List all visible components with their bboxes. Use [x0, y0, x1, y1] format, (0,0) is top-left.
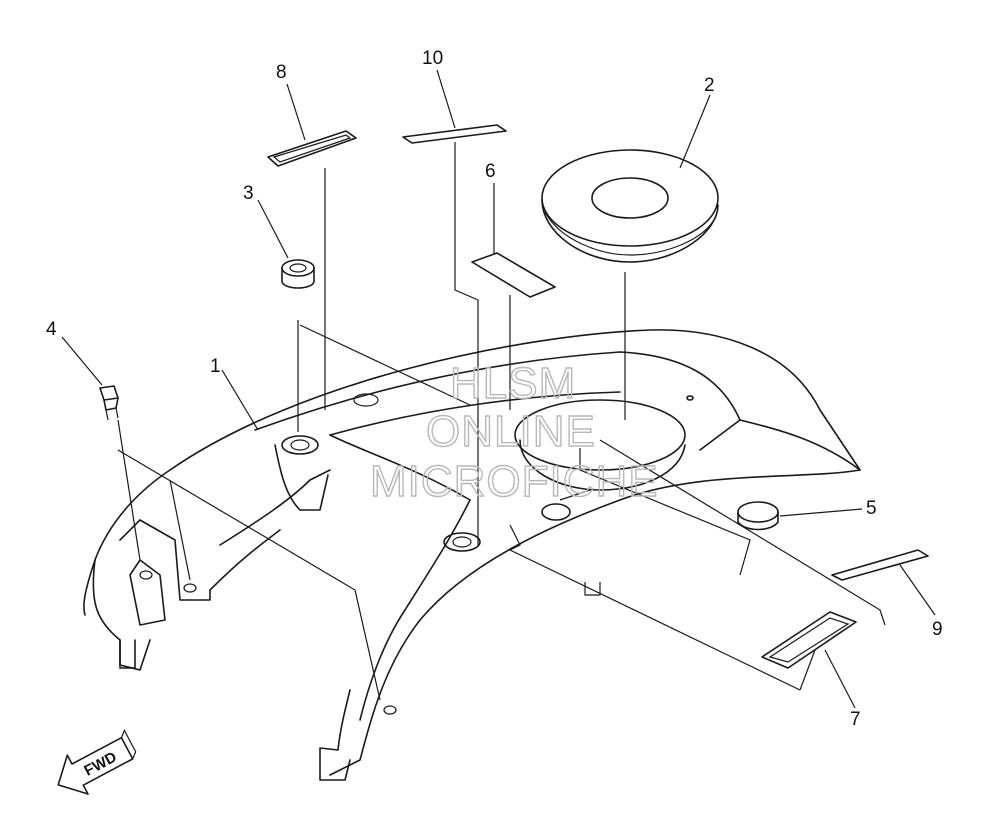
callout-3: 3 — [243, 183, 254, 204]
callout-1: 1 — [210, 356, 221, 377]
callout-2: 2 — [704, 75, 715, 96]
bolt — [99, 385, 119, 421]
callout-4: 4 — [46, 319, 57, 340]
callout-9: 9 — [932, 619, 943, 640]
decal-9 — [831, 549, 929, 581]
callout-5: 5 — [866, 498, 877, 519]
watermark: HLSM ONLINE MICROFICHE — [369, 358, 659, 506]
ring-seal — [541, 149, 719, 263]
rear-fender-body — [83, 329, 861, 781]
watermark-line-2: ONLINE — [426, 407, 596, 456]
callout-labels: 1 2 3 4 5 6 7 8 9 10 — [46, 48, 943, 730]
decal-10 — [402, 124, 507, 144]
forward-arrow-label: FWD — [81, 749, 119, 780]
decal-8 — [267, 130, 357, 167]
callout-10: 10 — [422, 48, 443, 69]
decal-6 — [471, 252, 556, 298]
watermark-line-1: HLSM — [450, 359, 576, 408]
callout-8: 8 — [276, 62, 287, 83]
callout-7: 7 — [850, 709, 861, 730]
callout-6: 6 — [485, 161, 496, 182]
cap — [737, 501, 779, 531]
forward-arrow-icon: FWD — [57, 729, 137, 795]
watermark-line-3: MICROFICHE — [370, 457, 659, 506]
decal-7 — [761, 611, 857, 669]
leader-lines — [61, 69, 936, 709]
grommet — [281, 259, 315, 289]
